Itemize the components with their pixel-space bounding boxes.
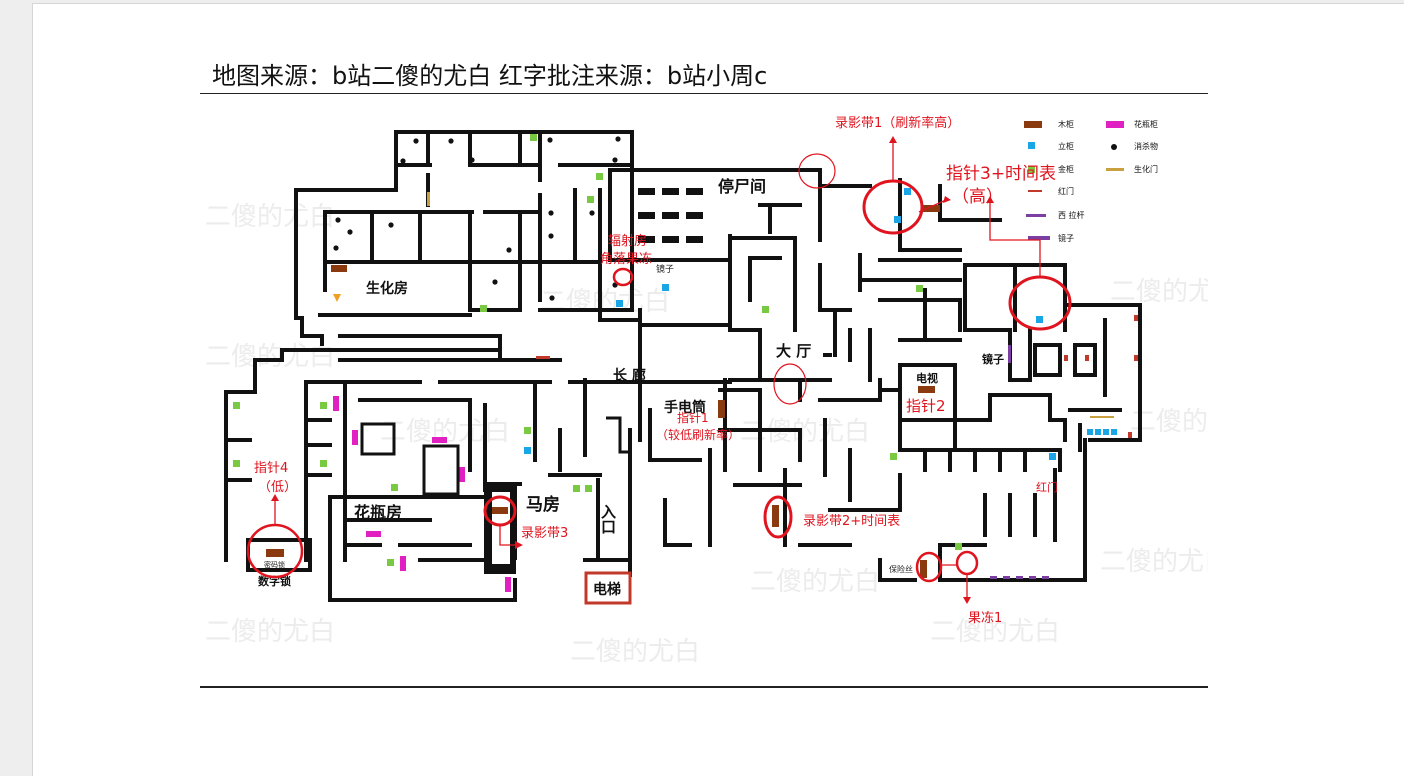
wood-cabinets (266, 205, 940, 578)
doors-and-mirrors (333, 192, 1138, 579)
elevator-box (584, 571, 632, 605)
annotation-pointer2: 指针2 (906, 397, 946, 415)
annotation-pointer3: 指针3+时间表 (946, 164, 1056, 184)
room-fuse: 保险丝 (889, 564, 913, 574)
watermark: 二傻的尤白 (570, 637, 700, 667)
watermark: 二傻的尤白 (205, 342, 335, 372)
legend-reddoor: 红门 (1058, 186, 1074, 196)
watermark: 二傻的尤白 (205, 202, 335, 232)
room-morgue: 停尸间 (718, 177, 766, 196)
room-elevator: 电梯 (593, 581, 621, 598)
room-stable: 马房 (526, 494, 560, 515)
legend-disinfect: 消杀物 (1134, 141, 1158, 151)
legend-standing: 立柜 (1058, 141, 1074, 151)
legend-mirror: 镜子 (1058, 233, 1074, 243)
legend: 木柜 花瓶柜 立柜 消杀物 金柜 生化门 红门 西 拉杆 镜子 (1024, 119, 1158, 243)
room-biochem: 生化房 (366, 280, 408, 297)
annotation-jelly1: 果冻1 (968, 610, 1002, 626)
annotations: 录影带1（刷新率高） 指针3+时间表 （高） 辐射房 角落果冻 指针1 （较低刷… (254, 115, 1058, 626)
left-gutter (0, 0, 32, 775)
room-boxes (360, 416, 632, 496)
room-mirror1: 镜子 (982, 352, 1004, 366)
room-entrance: 入口 (599, 504, 617, 534)
annotation-marks (246, 142, 1072, 598)
annotation-tape3: 录影带3 (521, 526, 568, 541)
room-vase: 花瓶房 (354, 503, 402, 522)
room-lock-small: 密码锁 (264, 560, 285, 569)
annotation-pointer4-sub: （低） (258, 480, 297, 495)
legend-vase: 花瓶柜 (1134, 119, 1158, 129)
legend-biodoor: 生化门 (1134, 164, 1158, 174)
annotation-pointer1-sub: （较低刷新率） (656, 427, 740, 442)
annotation-pointer3-sub: （高） (952, 187, 1003, 207)
annotation-corner-jelly: 角落果冻 (600, 251, 652, 267)
watermark: 二傻的尤白 (540, 287, 670, 317)
page-caption: 地图来源：b站二傻的尤白 红字批注来源：b站小周c (212, 62, 768, 90)
annotation-red-door: 红门 (1036, 480, 1058, 494)
legend-lever: 西 拉杆 (1058, 210, 1085, 220)
room-flashlight: 手电筒 (664, 399, 706, 416)
room-tv: 电视 (916, 371, 938, 385)
annotation-tape2: 录影带2+时间表 (803, 514, 900, 529)
annotation-pointer4: 指针4 (254, 461, 288, 476)
legend-wood: 木柜 (1058, 119, 1074, 129)
room-hall: 大 厅 (776, 342, 811, 360)
watermark: 二傻的尤白 (1100, 547, 1208, 577)
minor-labels: 镜子 保险丝 密码锁 (264, 263, 913, 574)
gold-cabinets (233, 134, 962, 566)
room-combo-lock: 数字锁 (258, 574, 291, 588)
room-mirror2: 镜子 (656, 263, 674, 275)
footer-rule (200, 686, 1208, 688)
map-walls (224, 130, 1142, 602)
floor-map-image: 二傻的尤白 二傻的尤白 二傻的尤白 二傻的尤白 二傻的尤白 二傻的尤白 二傻的尤… (200, 96, 1260, 684)
watermark: 二傻的尤白 (205, 617, 335, 647)
morgue-slabs (638, 188, 703, 243)
vase-cabinets (333, 396, 511, 592)
room-corridor: 长 廊 (613, 367, 646, 384)
watermark: 二傻的尤白 (750, 567, 880, 597)
annotation-pointer1: 指针1 (677, 410, 709, 425)
annotation-arrowheads (271, 136, 994, 604)
standing-cabinets (524, 188, 1117, 460)
disinfectant-markers (333, 136, 621, 301)
watermark: 二傻的尤白 (930, 617, 1060, 647)
header-rule (200, 93, 1208, 94)
room-labels: 停尸间 生化房 大 厅 长 廊 手电筒 花瓶房 马房 入口 电梯 电视 镜子 数… (258, 177, 1004, 598)
stable-inner (492, 492, 510, 564)
annotation-radiation: 辐射房 (608, 233, 647, 249)
annotation-tape1: 录影带1（刷新率高） (835, 115, 960, 131)
watermark: 二傻的尤白 (1110, 277, 1208, 307)
legend-gold: 金柜 (1058, 164, 1074, 174)
